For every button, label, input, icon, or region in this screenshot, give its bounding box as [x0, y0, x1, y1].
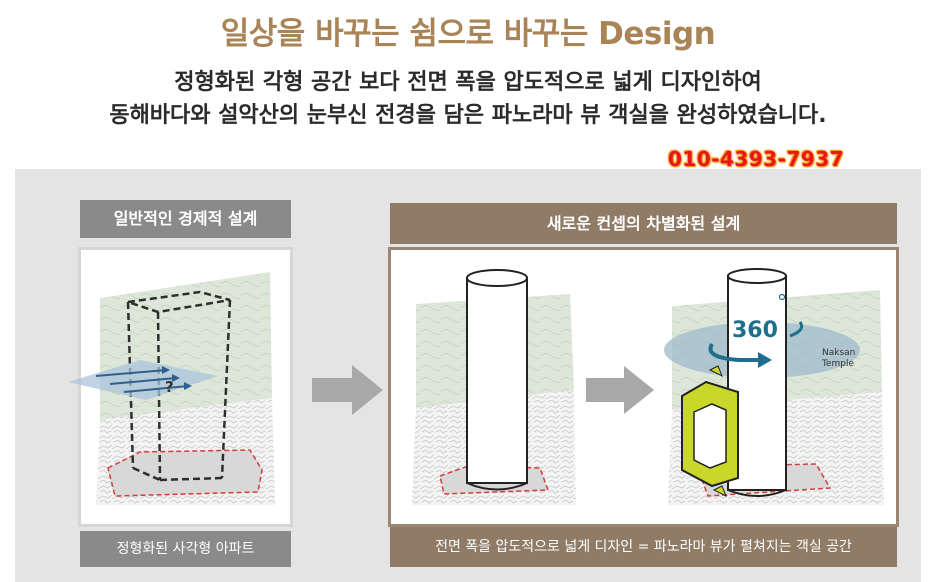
- limited-view-plane: [68, 360, 218, 400]
- cylinder-tower: [466, 269, 528, 491]
- rotation-arrow-icon: [708, 321, 804, 368]
- subtitle-line-2: 동해바다와 설악산의 눈부신 전경을 담은 파노라마 뷰 객실을 완성하였습니다…: [109, 103, 827, 128]
- page-title: 일상을 바꾸는 쉼으로 바꾸는 Design: [220, 16, 716, 52]
- glass-wing-block: [681, 365, 739, 498]
- question-mark-label: ?: [165, 378, 174, 396]
- page-subtitle: 정형화된 각형 공간 보다 전면 폭을 압도적으로 넓게 디자인하여 동해바다와…: [0, 66, 936, 132]
- left-box-caption: 정형화된 사각형 아파트: [80, 531, 291, 567]
- right-box-heading: 새로운 컨셉의 차별화된 설계: [390, 203, 897, 244]
- subtitle-line-1: 정형화된 각형 공간 보다 전면 폭을 압도적으로 넓게 디자인하여: [174, 70, 762, 95]
- transition-arrow-icon: [312, 365, 383, 415]
- phone-number[interactable]: 010-4393-7937: [668, 147, 845, 171]
- left-box-heading: 일반적인 경제적 설계: [80, 200, 291, 238]
- right-box-caption: 전면 폭을 압도적으로 넓게 디자인 = 파노라마 뷰가 펼쳐지는 객실 공간: [390, 527, 897, 567]
- transition-arrow-icon-2: [586, 366, 654, 414]
- landmark-label-line-2: Temple: [821, 359, 854, 369]
- view-angle-label: 360: [732, 318, 778, 343]
- landmark-label-line-1: Naksan: [822, 348, 855, 358]
